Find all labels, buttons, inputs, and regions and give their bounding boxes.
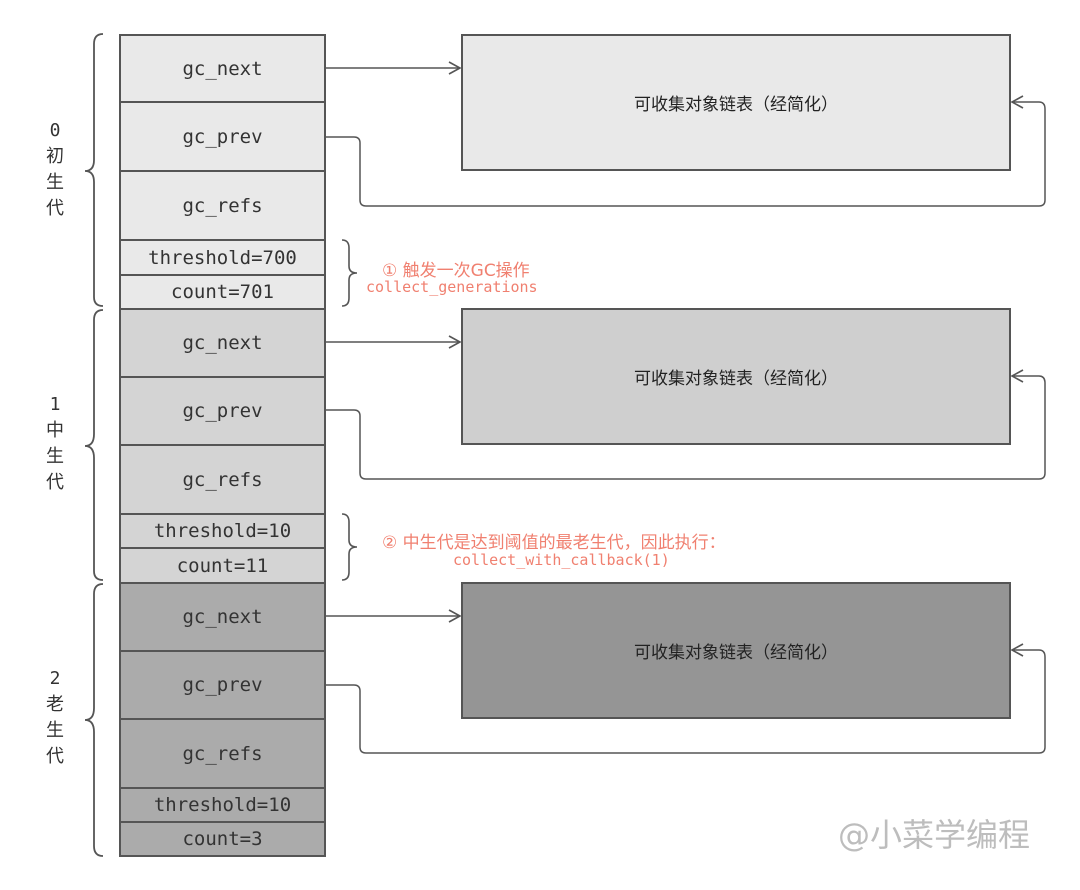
generation-0-label: 0 初 生 代 — [40, 118, 70, 222]
gen2-prev-arrow — [326, 643, 1046, 754]
gen1-collectable-list: 可收集对象链表（经简化） — [461, 308, 1011, 445]
gen0-brace — [84, 33, 104, 307]
gen1-brace — [84, 309, 104, 581]
gen1-prev-arrow — [326, 369, 1046, 480]
gen2-collectable-list: 可收集对象链表（经简化） — [461, 582, 1011, 719]
generation-1-char-3: 代 — [46, 472, 64, 493]
generation-0-char-2: 生 — [46, 172, 64, 193]
gen0-prev-arrow — [326, 95, 1046, 207]
gen1-threshold-brace — [341, 513, 358, 581]
gen0-count-field: count=701 — [119, 274, 326, 310]
generation-1-char-1: 中 — [46, 420, 64, 441]
gen0-gc-prev-field: gc_prev — [119, 101, 326, 172]
gen0-gc-next-field: gc_next — [119, 34, 326, 103]
gen2-gc-refs-field: gc_refs — [119, 718, 326, 789]
generation-2-number: 2 — [49, 668, 61, 689]
generation-2-char-1: 老 — [46, 694, 64, 715]
generation-1-number: 1 — [49, 394, 61, 415]
note-1-code: collect_generations — [366, 278, 538, 296]
gen0-threshold-field: threshold=700 — [119, 239, 326, 276]
generation-2-char-2: 生 — [46, 720, 64, 741]
note-2-text: ② 中生代是达到阈值的最老生代，因此执行： — [382, 533, 726, 553]
gen1-gc-refs-field: gc_refs — [119, 444, 326, 515]
gen0-threshold-brace — [341, 239, 358, 307]
gen1-threshold-field: threshold=10 — [119, 513, 326, 549]
generation-1-char-2: 生 — [46, 446, 64, 467]
generation-2-char-3: 代 — [46, 746, 64, 767]
gen2-count-field: count=3 — [119, 821, 326, 857]
gen2-threshold-field: threshold=10 — [119, 787, 326, 823]
generation-1-label: 1 中 生 代 — [40, 392, 70, 496]
note-2-code: collect_with_callback(1) — [453, 551, 670, 569]
generation-0-number: 0 — [49, 120, 61, 141]
gen0-collectable-list: 可收集对象链表（经简化） — [461, 34, 1011, 171]
watermark: @小菜学编程 — [838, 816, 1031, 854]
generation-0-char-1: 初 — [46, 146, 64, 167]
generation-2-label: 2 老 生 代 — [40, 666, 70, 770]
generation-0-char-3: 代 — [46, 198, 64, 219]
note-1-text: ① 触发一次GC操作 — [382, 261, 530, 281]
gen0-gc-refs-field: gc_refs — [119, 170, 326, 241]
gen2-brace — [84, 583, 104, 857]
gen1-gc-prev-field: gc_prev — [119, 376, 326, 446]
